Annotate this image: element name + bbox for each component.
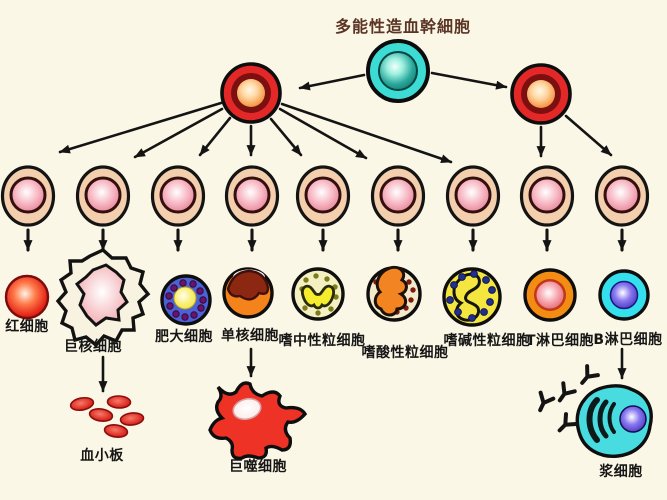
- label-macrophage: 巨噬细胞: [229, 459, 287, 475]
- label-red-blood-cell: 红细胞: [5, 319, 49, 335]
- t-lymphocyte-cell: [523, 268, 577, 322]
- label-megakaryocyte: 巨核细胞: [64, 339, 122, 355]
- label-monocyte: 单核细胞: [221, 328, 279, 344]
- plasma-cell: [575, 384, 653, 458]
- arrows: [23, 71, 627, 393]
- arrow-fan: [133, 107, 224, 159]
- megakaryocyte-cell: [55, 247, 151, 348]
- myeloid-progenitor-cell: [220, 62, 282, 124]
- label-basophil: 嗜碱性粒细胞: [443, 333, 531, 349]
- diagram-title: 多能性造血幹細胞: [334, 17, 472, 36]
- progenitor-row: [0, 165, 650, 227]
- stem-cell: [366, 39, 430, 103]
- b-lymphocyte-cell: [598, 269, 650, 321]
- label-neutrophil: 嗜中性粒细胞: [278, 333, 366, 349]
- label-b-lymphocyte: B淋巴细胞: [593, 332, 663, 348]
- arrow-stem-to-lymphoid: [430, 71, 508, 90]
- label-eosinophil: 嗜酸性粒细胞: [361, 345, 449, 361]
- progenitor-cell: [0, 165, 56, 227]
- arrow-fan: [280, 102, 453, 164]
- arrow-lymphoid-b: [564, 114, 613, 157]
- platelets-cluster: [68, 394, 145, 440]
- label-platelets: 血小板: [80, 448, 124, 464]
- progenitor-cell: [594, 165, 650, 227]
- neutrophil-cell: [291, 267, 345, 321]
- arrow-stem-to-myeloid: [298, 73, 366, 91]
- red-blood-cell: [4, 274, 50, 320]
- mast-cell: [160, 274, 212, 326]
- label-mast-cell: 肥大细胞: [155, 329, 213, 345]
- arrow-fan: [278, 107, 368, 160]
- monocyte-cell: [222, 267, 274, 319]
- progenitor-cell: [519, 165, 575, 227]
- macrophage-cell: [208, 381, 308, 461]
- label-t-lymphocyte: T淋巴细胞: [525, 333, 595, 349]
- label-plasma-cell: 浆细胞: [599, 464, 643, 480]
- progenitor-cell: [370, 165, 426, 227]
- progenitor-cell: [224, 165, 280, 227]
- arrow-fan: [58, 101, 223, 154]
- arrow-fan: [198, 116, 232, 157]
- basophil-cell: [442, 267, 502, 327]
- eosinophil-cell: [366, 265, 422, 322]
- lymphoid-progenitor-cell: [510, 63, 572, 125]
- arrow-fan: [269, 117, 303, 157]
- progenitor-cell: [150, 165, 206, 227]
- progenitor-cell: [445, 165, 501, 227]
- progenitor-cell: [295, 165, 351, 227]
- progenitor-cell: [75, 165, 131, 227]
